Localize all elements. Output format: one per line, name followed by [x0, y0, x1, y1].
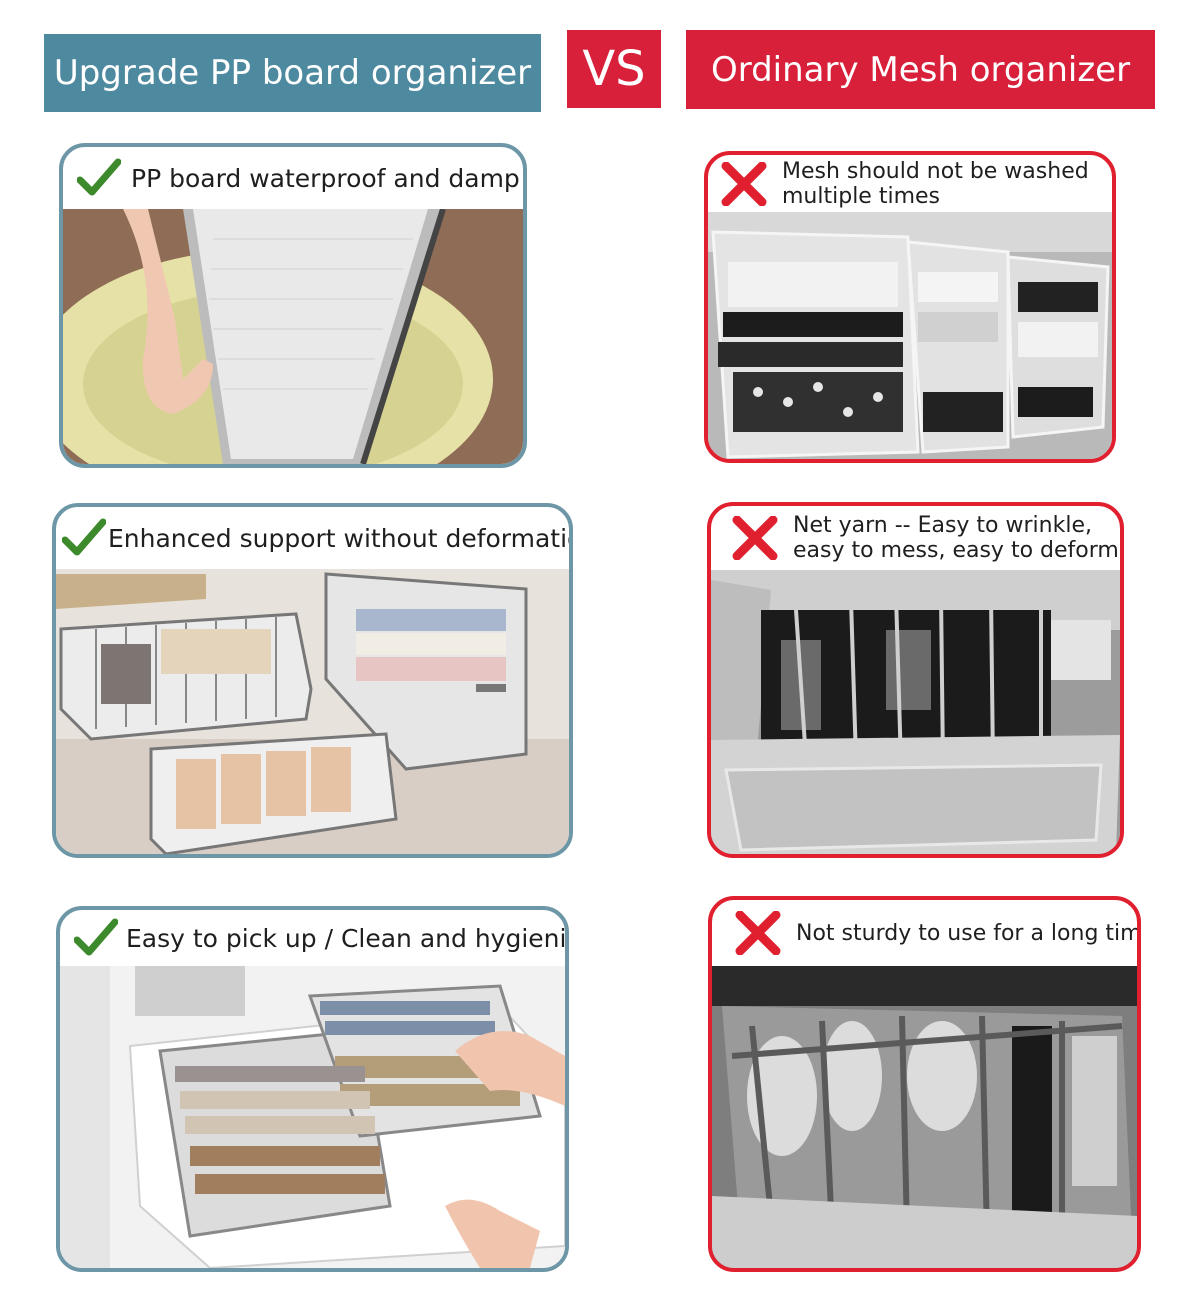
vs-badge: VS	[567, 30, 661, 108]
x-icon	[735, 911, 781, 955]
good-card-waterproof: PP board waterproof and damp	[59, 143, 527, 468]
mesh-washing-photo	[708, 212, 1112, 459]
check-icon	[62, 518, 106, 556]
check-icon	[74, 918, 118, 956]
bad-card-washing: Mesh should not be washed multiple times	[704, 151, 1116, 463]
x-icon	[732, 516, 778, 560]
bad-card-line2: multiple times	[782, 183, 940, 209]
good-card-support: Enhanced support without deformation	[52, 503, 573, 858]
good-card-label: Enhanced support without deformation	[108, 523, 573, 553]
mesh-sturdy-photo	[712, 966, 1137, 1268]
mesh-organizer-banner: Ordinary Mesh organizer	[686, 30, 1155, 109]
good-card-label: Easy to pick up / Clean and hygienic	[126, 923, 569, 953]
good-card-pickup: Easy to pick up / Clean and hygienic	[56, 906, 569, 1272]
bad-card-line1: Mesh should not be washed	[782, 158, 1089, 184]
x-icon	[721, 161, 767, 206]
support-photo	[56, 569, 569, 854]
bad-card-line2: easy to mess, easy to deform	[793, 538, 1119, 563]
pp-organizer-title: Upgrade PP board organizer	[53, 53, 532, 93]
bad-card-line1: Not sturdy to use for a long time	[796, 920, 1141, 946]
vs-label: VS	[582, 41, 646, 97]
mesh-organizer-title: Ordinary Mesh organizer	[710, 49, 1131, 90]
pp-organizer-banner: Upgrade PP board organizer	[44, 34, 541, 112]
check-icon	[77, 158, 121, 196]
bad-card-line1: Net yarn -- Easy to wrinkle,	[793, 513, 1092, 538]
bad-card-sturdy: Not sturdy to use for a long time	[708, 896, 1141, 1272]
bad-card-wrinkle: Net yarn -- Easy to wrinkle, easy to mes…	[707, 502, 1124, 858]
good-card-label: PP board waterproof and damp	[131, 163, 520, 193]
waterproof-photo	[63, 209, 523, 464]
mesh-wrinkle-photo	[711, 570, 1120, 854]
pickup-photo	[60, 966, 565, 1268]
